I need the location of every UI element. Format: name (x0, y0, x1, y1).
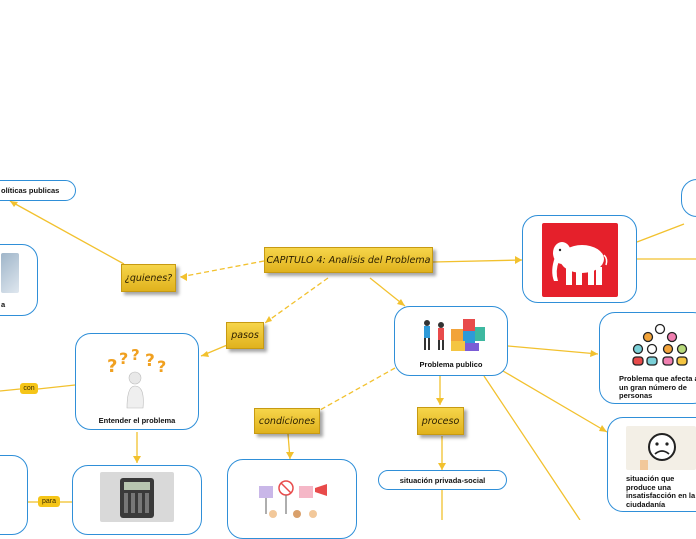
node-insatisfaccion[interactable]: situación que produce una insatisfacción… (607, 417, 696, 512)
svg-text:?: ? (107, 356, 117, 377)
topic-quienes[interactable]: ¿quienes? (121, 264, 176, 292)
node-left-partial[interactable]: a (0, 244, 38, 316)
node-protest[interactable] (227, 459, 357, 539)
tag-con: con (20, 383, 38, 394)
node-politicas-label: olíticas publicas (1, 186, 60, 195)
document-image (1, 253, 19, 293)
node-problema-publico[interactable]: Problema publico (394, 306, 508, 376)
node-situacion-privada[interactable]: situación privada-social (378, 470, 507, 490)
sad-face-image (626, 426, 696, 470)
svg-text:?: ? (131, 346, 140, 364)
elephant-icon (552, 242, 608, 285)
svg-text:?: ? (145, 351, 155, 371)
topic-pasos[interactable]: pasos (226, 322, 264, 349)
tag-para: para (38, 496, 60, 507)
node-left-partial-label: a (1, 300, 6, 309)
svg-text:?: ? (157, 357, 166, 376)
node-left-bottom-partial[interactable] (0, 455, 28, 535)
node-problema-publico-label: Problema publico (419, 360, 483, 369)
connector-lines (0, 200, 696, 520)
root-topic[interactable]: CAPITULO 4: Analisis del Problema (264, 247, 433, 273)
question-marks-person-icon: ? ? ? ? ? (107, 346, 166, 409)
crowd-icon (632, 323, 688, 366)
elephant-image (542, 223, 618, 297)
topic-proceso[interactable]: proceso (417, 407, 464, 435)
svg-text:?: ? (119, 349, 128, 368)
node-elephant[interactable] (522, 215, 637, 303)
protest-signs-illustration (259, 480, 327, 518)
calculator-image (100, 472, 174, 522)
node-entender-label: Entender el problema (98, 416, 176, 425)
node-entender-problema[interactable]: ? ? ? ? ? Entender el problema (75, 333, 199, 430)
sad-face-icon (640, 433, 676, 470)
node-calculator[interactable] (72, 465, 202, 535)
topic-condiciones[interactable]: condiciones (254, 408, 320, 434)
node-politicas-publicas[interactable]: olíticas publicas (0, 180, 76, 201)
node-afecta-personas[interactable]: Problema que afecta a un gran número de … (599, 312, 696, 404)
node-afecta-label: Problema que afecta a un gran número de … (619, 374, 696, 401)
node-insatisfaccion-label: situación que produce una insatisfacción… (626, 474, 696, 509)
puzzle-team-illustration (424, 319, 485, 351)
